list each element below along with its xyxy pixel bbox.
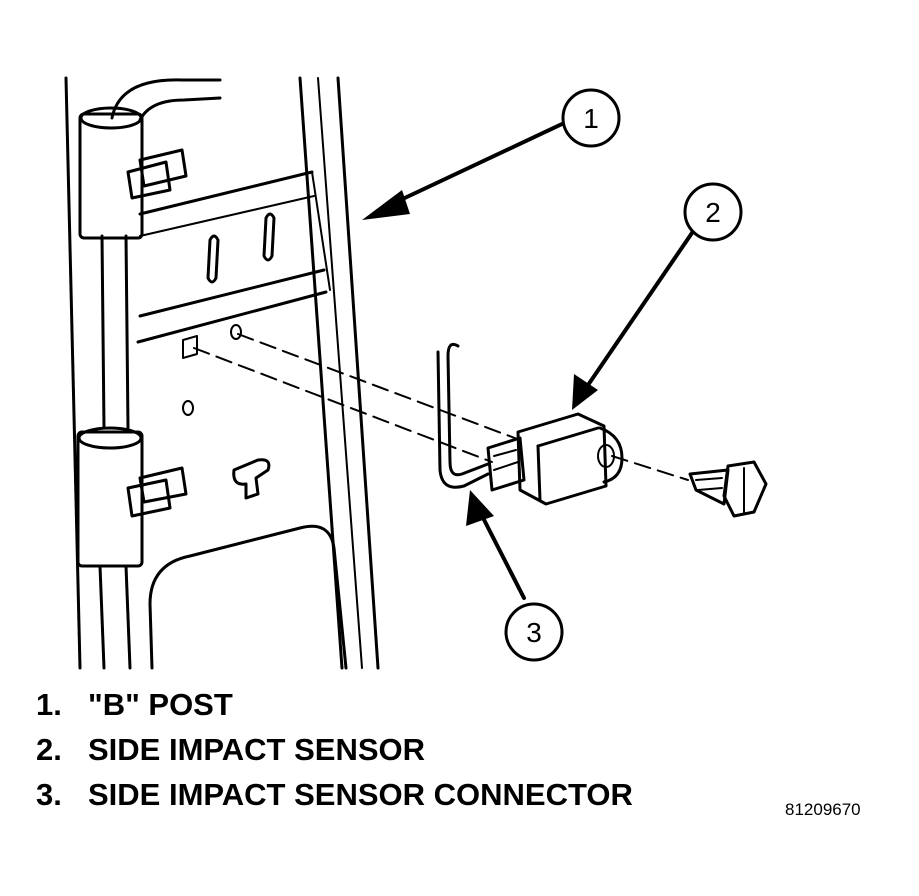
side-impact-sensor [516,412,624,506]
alignment-lines [193,333,689,481]
arrowhead-2 [572,374,598,410]
leader-arrows [390,122,696,600]
callout-1-number: 1 [583,103,599,134]
sensor-installation-diagram: 1 2 3 [64,76,768,670]
legend-number: 1. [36,687,62,722]
arrowhead-3 [466,490,494,526]
legend-item: 3. SIDE IMPACT SENSOR CONNECTOR [36,772,633,817]
callout-3-number: 3 [526,617,542,648]
mounting-bolt [688,460,768,518]
legend-label: "B" POST [88,687,233,722]
figure-id: 81209670 [785,800,861,819]
legend-item: 2. SIDE IMPACT SENSOR [36,727,633,772]
callout-legend: 1. "B" POST 2. SIDE IMPACT SENSOR 3. SIDE I… [36,682,633,817]
legend-number: 3. [36,777,62,812]
legend-item: 1. "B" POST [36,682,633,727]
sensor-connector [436,342,526,492]
callout-2-number: 2 [705,197,721,228]
legend-label: SIDE IMPACT SENSOR [88,732,426,767]
legend-label: SIDE IMPACT SENSOR CONNECTOR [88,777,633,812]
arrowhead-1 [362,190,410,220]
legend-number: 2. [36,732,62,767]
callout-3: 3 [504,602,564,662]
wiring-harness [76,78,222,670]
b-post [64,76,380,670]
callout-2: 2 [683,182,743,242]
callout-1: 1 [561,88,621,148]
